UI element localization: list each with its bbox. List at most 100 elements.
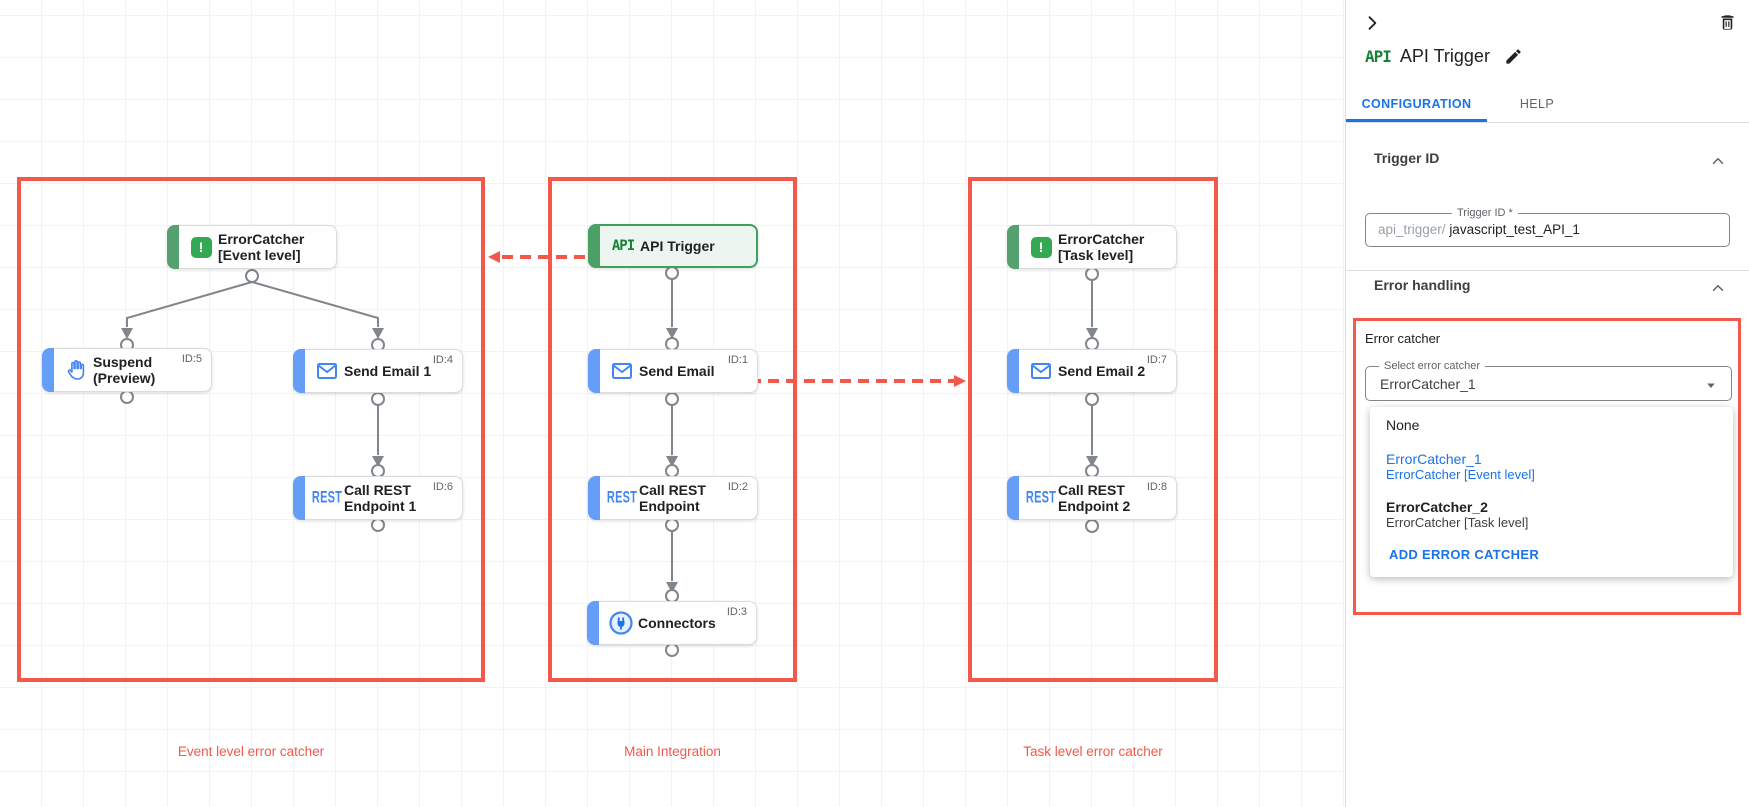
rest-icon: REST [606,488,638,508]
active-tab-underline [1346,119,1487,122]
error-catcher-label: Error catcher [1365,331,1441,346]
node-title: Call REST Endpoint 1 [344,482,417,514]
error-catcher-icon: ! [184,236,218,258]
pencil-icon [1506,48,1522,64]
node-accent-bar [1007,225,1019,269]
section-trigger-id: Trigger ID [1374,150,1440,166]
trigger-id-field-label: Trigger ID * [1452,207,1518,219]
node-title: Send Email 1 [344,363,432,379]
menu-item-label: ErrorCatcher_2 [1386,499,1488,515]
menu-item-none[interactable]: None [1386,417,1419,435]
select-error-catcher-label: Select error catcher [1379,360,1485,372]
edit-title-button[interactable] [1502,44,1526,68]
group-main-integration [548,177,797,682]
node-accent-bar [588,349,600,393]
rest-icon: REST [1025,488,1057,508]
caret-down-icon [1702,376,1720,394]
config-side-panel: API API Trigger CONFIGURATION HELP Trigg… [1345,0,1749,807]
trigger-id-value: javascript_test_API_1 [1449,222,1580,237]
divider [1346,122,1749,123]
node-title: Call REST Endpoint [639,482,706,514]
api-trigger-badge-icon: API [1365,46,1392,66]
caption-event-level-error-catcher: Event level error catcher [177,744,325,759]
node-title: Send Email 2 [1058,363,1146,379]
node-call-rest-endpoint[interactable]: REST Call REST Endpoint ID:2 [588,476,758,520]
panel-title: API Trigger [1399,45,1490,66]
mail-icon [1024,359,1058,383]
node-connectors[interactable]: Connectors ID:3 [587,601,757,645]
node-api-trigger[interactable]: API API Trigger [588,224,758,268]
node-send-email-1[interactable]: Send Email 1 ID:4 [293,349,463,393]
node-id-label: ID:4 [432,354,453,366]
divider [1346,270,1749,271]
node-id-label: ID:2 [727,481,748,493]
collapse-trigger-id-button[interactable] [1709,152,1727,170]
tab-configuration[interactable]: CONFIGURATION [1361,97,1472,111]
hand-icon [59,358,93,382]
node-accent-bar [1007,476,1019,520]
select-error-catcher-dropdown[interactable]: Select error catcher ErrorCatcher_1 [1365,360,1732,401]
trash-icon [1721,14,1733,30]
node-title: Send Email [639,363,715,379]
group-task-level-error-catcher [968,177,1218,682]
trigger-id-prefix: api_trigger/ [1378,222,1446,237]
node-accent-bar [293,476,305,520]
node-accent-bar [588,476,600,520]
workflow-canvas[interactable]: ! ErrorCatcher [Event level] Suspend (Pr… [0,0,1345,807]
panel-header: API API Trigger [1365,44,1526,68]
tab-help[interactable]: HELP [1519,97,1555,111]
add-error-catcher-button[interactable]: ADD ERROR CATCHER [1389,547,1540,562]
node-accent-bar [42,348,54,392]
node-call-rest-endpoint-2[interactable]: REST Call REST Endpoint 2 ID:8 [1007,476,1177,520]
error-catcher-menu: None ErrorCatcher_1 ErrorCatcher [Event … [1370,407,1733,577]
node-send-email[interactable]: Send Email ID:1 [588,349,758,393]
api-icon: API [611,238,635,254]
node-errorcatcher-task-level[interactable]: ! ErrorCatcher [Task level] [1007,225,1177,269]
node-id-label: ID:6 [432,481,453,493]
rest-icon: REST [311,488,343,508]
error-catcher-icon: ! [1024,236,1058,258]
menu-item-sublabel: ErrorCatcher [Task level] [1386,515,1529,530]
mail-icon [605,359,639,383]
node-id-label: ID:5 [181,353,202,365]
delete-trigger-button[interactable] [1715,10,1739,34]
chevron-right-icon [1368,16,1377,30]
error-catcher-highlight-box [1353,318,1741,615]
node-id-label: ID:7 [1146,354,1167,366]
menu-item-errorcatcher-1[interactable]: ErrorCatcher_1 ErrorCatcher [Event level… [1386,451,1535,482]
connector-icon [604,610,638,636]
menu-item-label: ErrorCatcher_1 [1386,451,1482,467]
node-id-label: ID:8 [1146,481,1167,493]
node-id-label: ID:1 [727,354,748,366]
panel-tabs: CONFIGURATION HELP [1346,86,1749,122]
node-title: API Trigger [640,238,715,254]
node-id-label: ID:3 [726,606,747,618]
section-error-handling: Error handling [1374,277,1471,293]
chevron-up-icon [1712,158,1724,164]
node-call-rest-endpoint-1[interactable]: REST Call REST Endpoint 1 ID:6 [293,476,463,520]
node-accent-bar [587,601,599,645]
node-accent-bar [588,224,600,268]
node-title: Connectors [638,615,716,631]
chevron-up-icon [1712,285,1724,291]
node-accent-bar [1007,349,1019,393]
mail-icon [310,359,344,383]
collapse-panel-button[interactable] [1360,11,1384,35]
trigger-id-field-value: api_trigger/ javascript_test_API_1 [1378,222,1580,237]
node-title: ErrorCatcher [Task level] [1058,231,1145,263]
node-send-email-2[interactable]: Send Email 2 ID:7 [1007,349,1177,393]
node-errorcatcher-event-level[interactable]: ! ErrorCatcher [Event level] [167,225,337,269]
node-title: ErrorCatcher [Event level] [218,231,305,263]
node-title: Call REST Endpoint 2 [1058,482,1131,514]
node-accent-bar [167,225,179,269]
menu-item-label: None [1386,417,1420,433]
caption-task-level-error-catcher: Task level error catcher [1023,744,1163,759]
menu-item-errorcatcher-2[interactable]: ErrorCatcher_2 ErrorCatcher [Task level] [1386,499,1528,530]
menu-item-sublabel: ErrorCatcher [Event level] [1386,467,1535,482]
collapse-error-handling-button[interactable] [1709,279,1727,297]
node-title: Suspend (Preview) [93,354,156,386]
node-suspend[interactable]: Suspend (Preview) ID:5 [42,348,212,392]
trigger-id-field[interactable]: Trigger ID * api_trigger/ javascript_tes… [1365,207,1730,247]
node-accent-bar [293,349,305,393]
